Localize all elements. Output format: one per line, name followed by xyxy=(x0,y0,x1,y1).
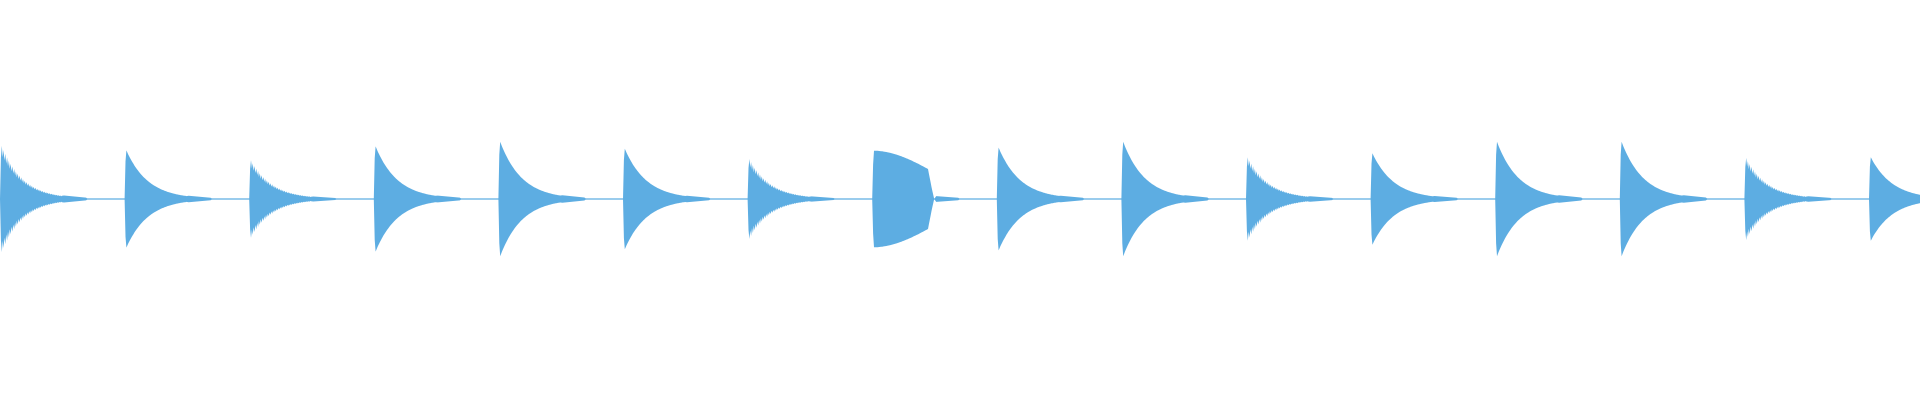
waveform-hits xyxy=(0,141,1920,257)
waveform-hit xyxy=(498,141,587,257)
waveform-hit xyxy=(1370,153,1459,245)
waveform-hit xyxy=(124,150,213,248)
waveform-hit xyxy=(872,150,961,248)
waveform-hit xyxy=(1869,157,1920,241)
waveform-hit xyxy=(1744,157,1833,241)
waveform-hit xyxy=(623,148,711,250)
waveform-hit xyxy=(1619,141,1708,257)
waveform-hit xyxy=(1495,141,1584,257)
waveform-hit xyxy=(373,146,462,252)
waveform-hit xyxy=(1121,141,1210,257)
waveform-hit xyxy=(0,145,88,253)
waveform-hit xyxy=(996,147,1085,251)
waveform-hit xyxy=(747,159,836,239)
waveform-hit xyxy=(249,160,338,238)
waveform-hit xyxy=(1246,157,1334,241)
